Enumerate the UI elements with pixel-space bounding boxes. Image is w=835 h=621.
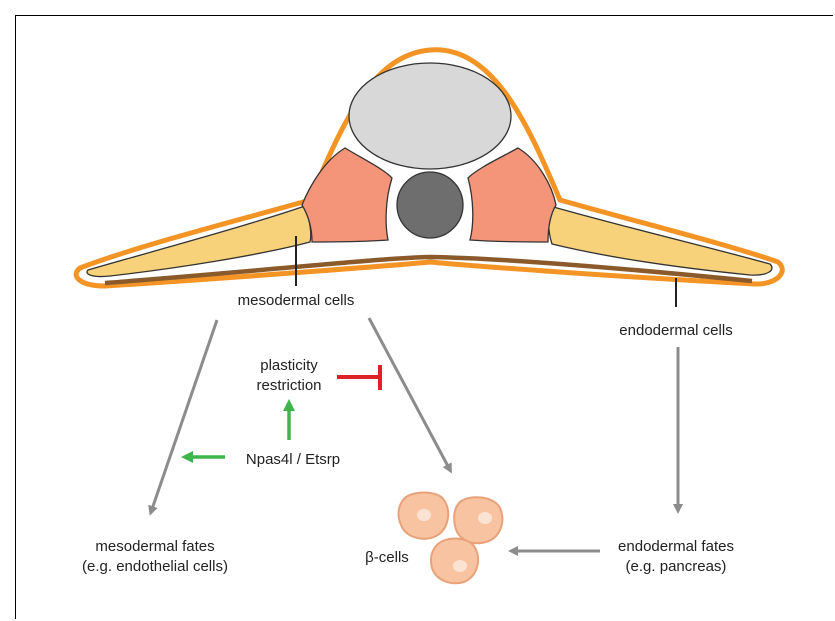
beta-cell-nucleus xyxy=(478,512,492,524)
meso-to-beta-cells-arrow xyxy=(369,318,450,470)
embryo-cross-section xyxy=(76,50,782,286)
beta-cells-cluster xyxy=(399,493,503,584)
plasticity-label-line1: plasticity xyxy=(260,357,318,374)
plasticity-inhibition-symbol xyxy=(337,365,380,390)
meso-to-meso-fates-arrow xyxy=(151,320,217,512)
mesodermal-fates-label-line2: (e.g. endothelial cells) xyxy=(82,558,228,575)
beta-cell xyxy=(454,497,502,543)
beta-cell xyxy=(431,539,478,584)
endodermal-cells-label: endodermal cells xyxy=(619,322,732,339)
notochord xyxy=(349,63,511,169)
mesodermal-fates-label-line1: mesodermal fates xyxy=(95,538,214,555)
endodermal-fates-label-line1: endodermal fates xyxy=(618,538,734,555)
beta-cell-nucleus xyxy=(453,560,467,572)
npas4l-label: Npas4l / Etsrp xyxy=(246,451,340,468)
endodermal-fates-label-line2: (e.g. pancreas) xyxy=(626,558,727,575)
beta-cells-label: β-cells xyxy=(365,549,409,566)
beta-cell-nucleus xyxy=(417,509,431,521)
plasticity-label-line2: restriction xyxy=(256,377,321,394)
dark-structure xyxy=(397,172,463,238)
mesodermal-cells-label: mesodermal cells xyxy=(238,292,355,309)
